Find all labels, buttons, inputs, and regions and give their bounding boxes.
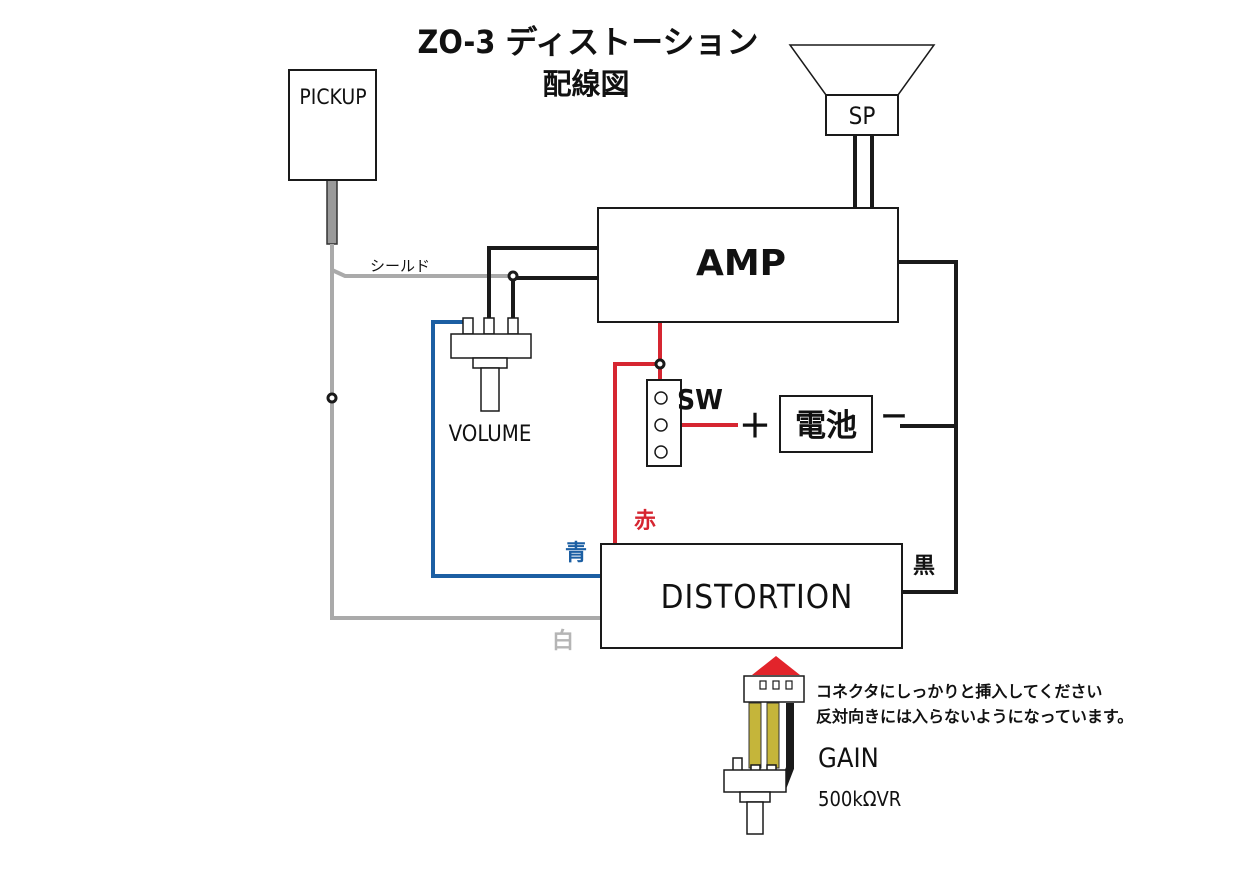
amp-box [597,207,899,323]
gain-label: GAIN [818,743,879,774]
black-wire-label: 黒 [913,554,935,579]
blue-wire [431,320,601,578]
distortion-box [600,543,903,649]
blue-wire-label: 青 [565,541,587,566]
gain-wire-2 [766,702,780,769]
pickup-box [288,69,377,181]
volume-pot-icon [450,317,532,412]
pickup-cable [326,179,338,245]
shield-junction [507,270,519,282]
connector-note-line2: 反対向きには入らないようになっています。 [816,707,1133,726]
diagram-title: ZO-3 ディストーション [417,23,758,61]
switch-terminal-1 [654,391,668,405]
connector-note-line1: コネクタにしっかりと挿入してください [816,682,1102,701]
volume-label: VOLUME [449,422,532,447]
battery-plus-sign: ＋ [739,407,771,445]
diagram-subtitle: 配線図 [542,67,629,101]
switch-label: SW [677,383,723,416]
white-junction [326,392,338,404]
red-wire-distortion [613,362,660,544]
white-wire [330,244,602,620]
shield-label: シールド [370,257,430,275]
speaker-box [825,94,899,136]
pickup-label: PICKUP [299,85,366,109]
red-junction [654,358,666,370]
amp-label: AMP [696,243,786,284]
battery-label: 電池 [795,408,857,444]
gain-value-label: 500kΩVR [818,787,901,811]
gain-pot-icon [723,757,787,835]
speaker-label: SP [849,102,876,130]
volume-ground-wire [511,276,598,320]
switch-terminal-3 [654,445,668,459]
red-wire-label: 赤 [634,509,656,534]
switch-terminal-2 [654,418,668,432]
shield-wire [331,268,515,278]
speaker-cone-icon [788,44,936,96]
volume-center-wire [487,246,598,320]
battery-minus-sign: ー [881,403,907,433]
battery-box [779,395,873,453]
connector-arrow-icon [752,656,800,675]
white-wire-label: 白 [552,628,574,654]
gain-wire-1 [748,702,762,769]
distortion-label: DISTORTION [661,577,854,616]
connector-icon [743,675,805,703]
